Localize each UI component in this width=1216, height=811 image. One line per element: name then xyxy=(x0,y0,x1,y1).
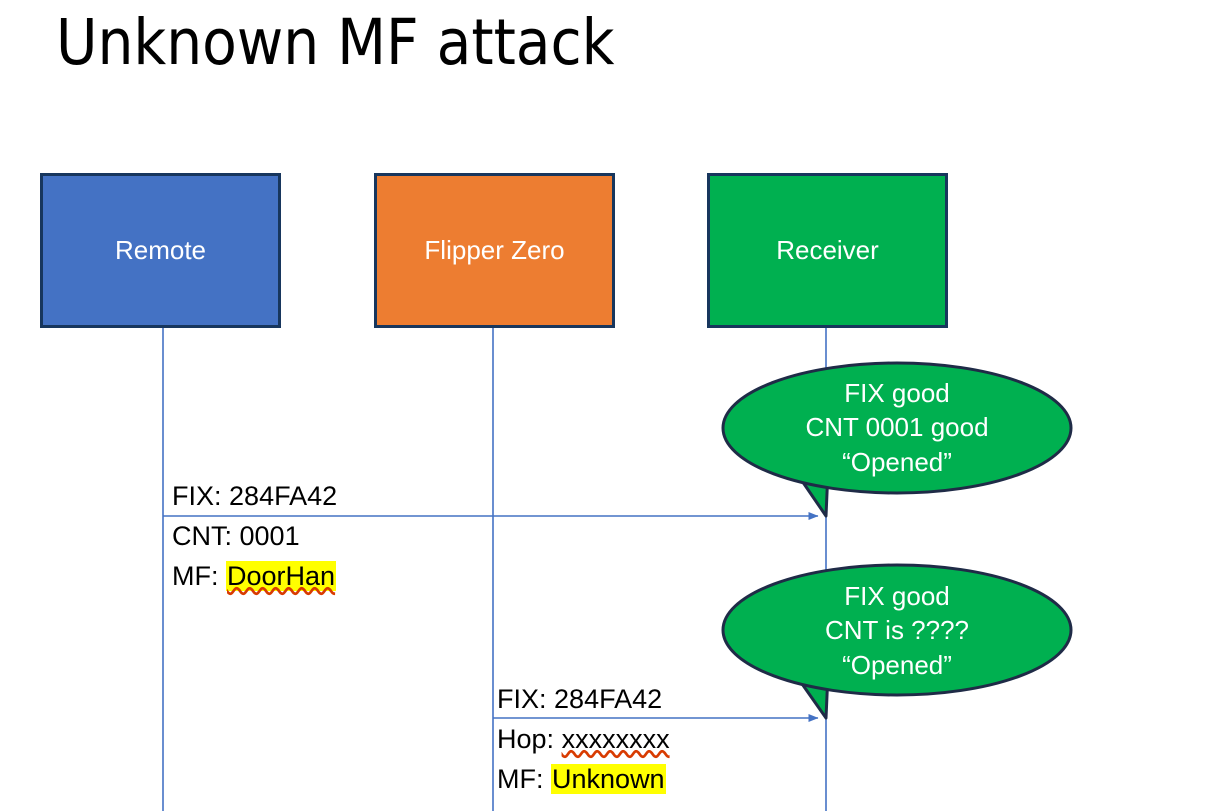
page-title: Unknown MF attack xyxy=(56,6,615,79)
message-2-line-fix: FIX: 284FA42 xyxy=(497,680,670,720)
message-2-hop-label: Hop: xyxy=(497,723,555,754)
actor-box-remote[interactable]: Remote xyxy=(40,173,281,328)
message-2-line-hop: Hop: xxxxxxxx xyxy=(497,720,670,760)
message-2-fix-value: 284FA42 xyxy=(554,684,663,714)
callout-2-line-3: “Opened” xyxy=(842,649,952,680)
actor-box-flipper-zero[interactable]: Flipper Zero xyxy=(374,173,615,328)
message-2-mf-label: MF: xyxy=(497,763,544,794)
callout-receiver-first-signal[interactable]: FIX good CNT 0001 good “Opened” xyxy=(722,362,1072,493)
message-1-cnt-label: CNT: xyxy=(172,520,232,551)
message-label-remote-to-receiver: FIX: 284FA42 CNT: 0001 MF: DoorHan xyxy=(172,477,337,597)
message-1-mf-label: MF: xyxy=(172,560,219,591)
message-1-line-fix: FIX: 284FA42 xyxy=(172,477,337,517)
callout-1-line-3: “Opened” xyxy=(842,446,952,477)
message-1-line-mf: MF: DoorHan xyxy=(172,557,337,597)
callout-1-line-1: FIX good xyxy=(844,378,950,409)
message-1-fix-value: 284FA42 xyxy=(229,481,338,511)
message-2-line-mf: MF: Unknown xyxy=(497,760,670,800)
message-label-flipper-to-receiver: FIX: 284FA42 Hop: xxxxxxxx MF: Unknown xyxy=(497,680,670,800)
callout-2-line-2: CNT is ???? xyxy=(824,615,970,646)
callout-1-line-2: CNT 0001 good xyxy=(805,412,989,443)
message-1-mf-value: DoorHan xyxy=(226,560,337,591)
message-1-fix-label: FIX: xyxy=(172,481,222,511)
message-2-fix-label: FIX: xyxy=(497,684,547,714)
actor-label-receiver: Receiver xyxy=(776,235,879,266)
actor-box-receiver[interactable]: Receiver xyxy=(707,173,948,328)
message-1-line-cnt: CNT: 0001 xyxy=(172,517,337,557)
callout-2-line-1: FIX good xyxy=(844,581,950,612)
actor-label-remote: Remote xyxy=(114,235,207,266)
message-1-cnt-value: 0001 xyxy=(239,520,300,551)
message-2-mf-value: Unknown xyxy=(551,763,666,794)
message-2-hop-value: xxxxxxxx xyxy=(561,723,670,754)
actor-label-flipper-zero: Flipper Zero xyxy=(424,235,565,266)
callout-receiver-second-signal[interactable]: FIX good CNT is ???? “Opened” xyxy=(722,565,1072,696)
